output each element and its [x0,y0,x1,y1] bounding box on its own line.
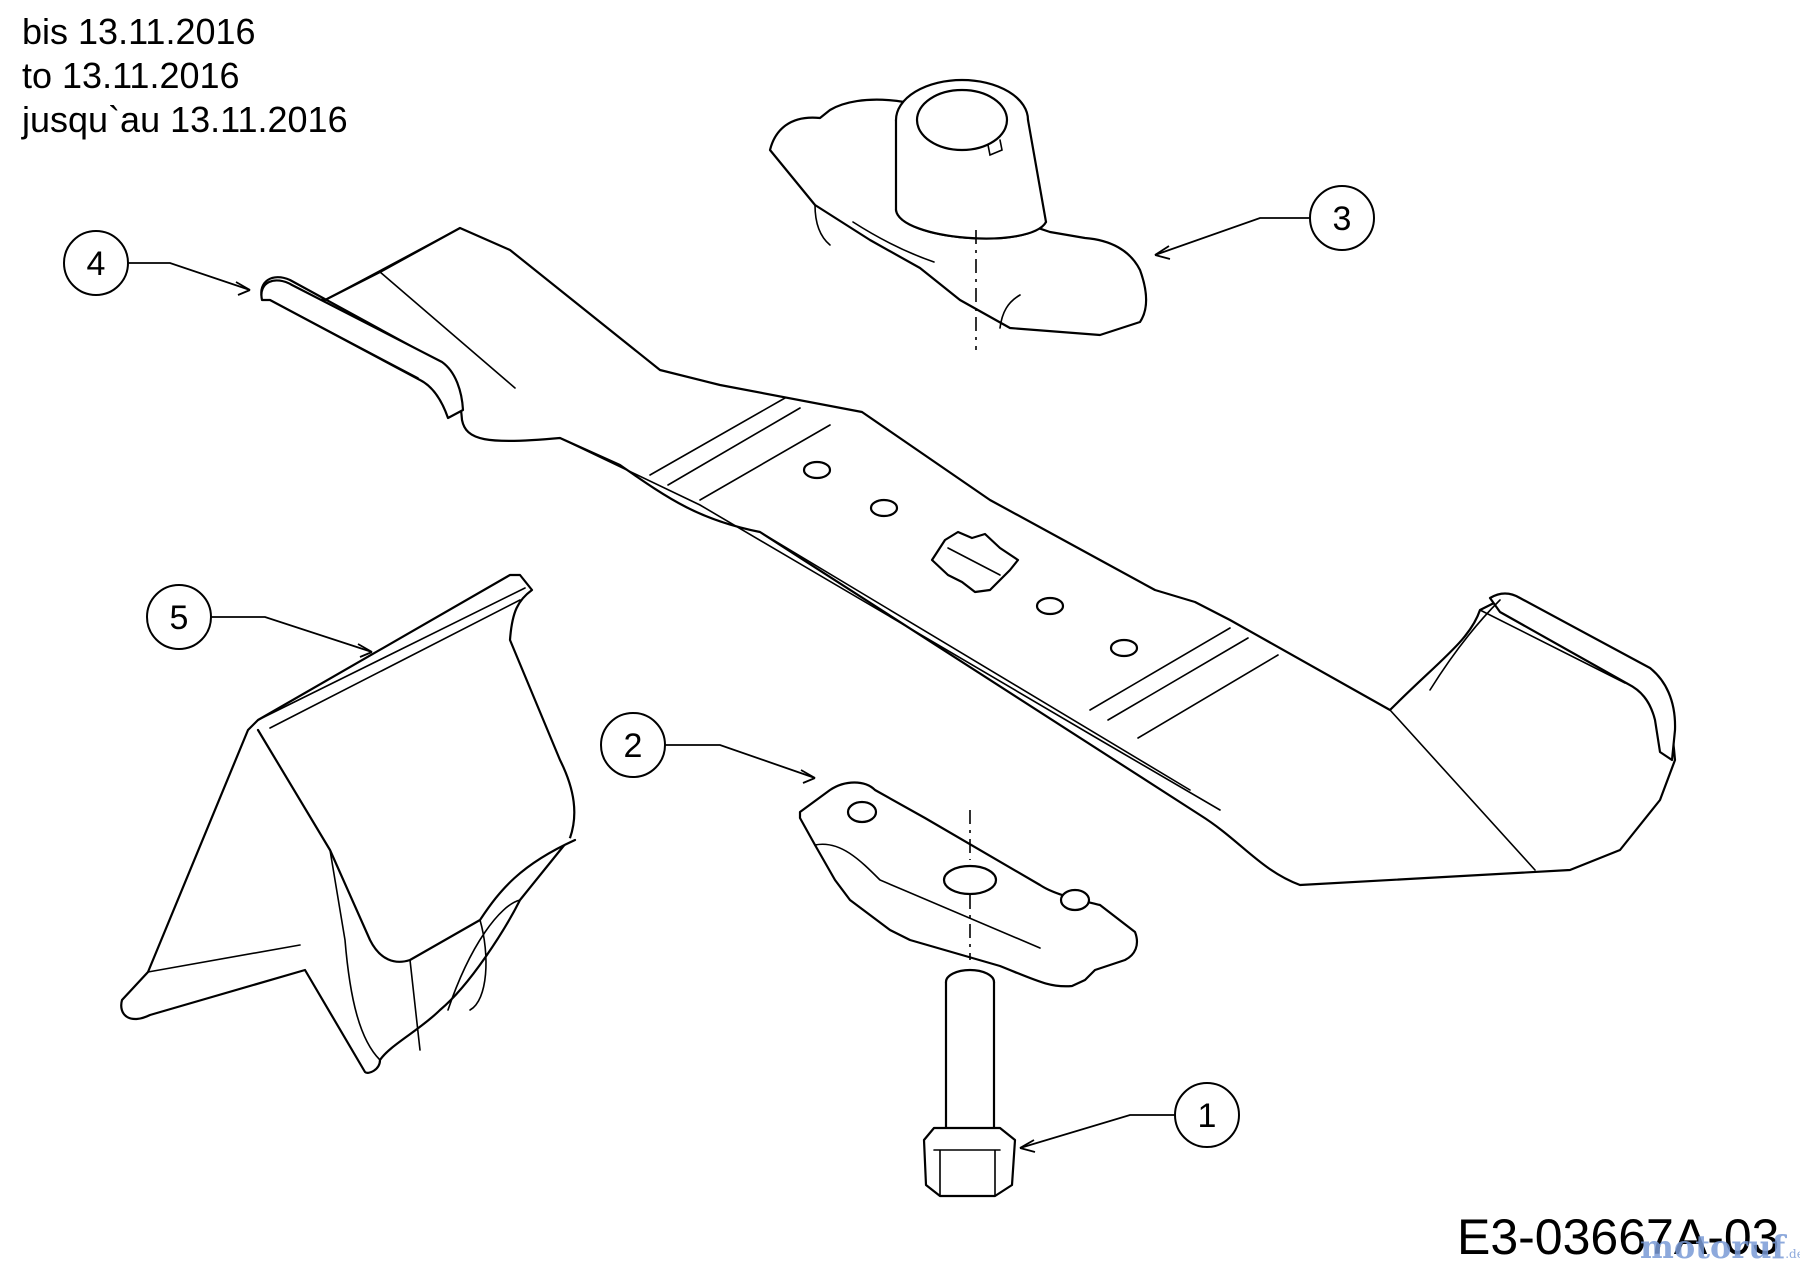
blade-adapter-drawing [768,78,1148,350]
callout-label-2: 2 [624,727,643,765]
callout-3: 3 [1154,185,1375,260]
retaining-plate-drawing [798,781,1139,988]
blade-bolt-drawing [922,968,1017,1198]
watermark-suffix: .de [1785,1247,1800,1261]
drawing-code: E3-03667A-03 [1457,1209,1780,1265]
validity-en: to 13.11.2016 [22,55,240,96]
validity-de: bis 13.11.2016 [22,11,256,52]
callout-2: 2 [600,712,816,784]
callout-1: 1 [1019,1082,1240,1153]
callout-5: 5 [146,584,373,658]
callout-label-1: 1 [1198,1097,1217,1135]
mulch-insert-drawing [120,573,577,1074]
callout-4: 4 [63,230,251,296]
callout-label-5: 5 [170,599,189,637]
callout-bubble-4 [63,230,129,296]
callout-bubble-2 [600,712,666,778]
callout-label-4: 4 [87,245,106,283]
validity-note: bis 13.11.2016 to 13.11.2016 jusqu`au 13… [22,10,348,142]
callout-bubble-5 [146,584,212,650]
watermark-logo: motoruf.de [1640,1228,1800,1266]
callout-bubble-3 [1309,185,1375,251]
validity-fr: jusqu`au 13.11.2016 [22,99,348,140]
mower-blade-drawing [260,226,1677,887]
callout-label-3: 3 [1333,200,1352,238]
watermark-text: motoruf [1640,1228,1786,1266]
callout-bubble-1 [1174,1082,1240,1148]
